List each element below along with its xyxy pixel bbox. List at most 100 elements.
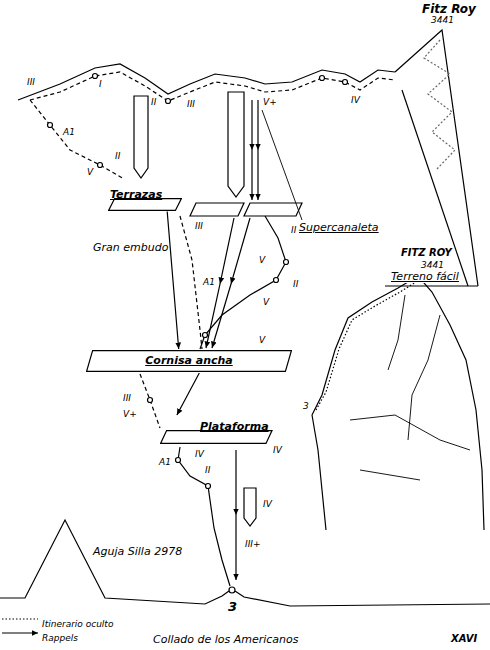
belay-point — [274, 278, 279, 283]
ledge-name: Plataforma — [200, 421, 269, 433]
grade-label: II — [292, 280, 299, 289]
route-line — [140, 374, 160, 428]
route-line — [30, 100, 124, 179]
rappel-line — [257, 100, 258, 200]
pillar-symbol — [228, 92, 244, 197]
summit-route — [424, 40, 455, 170]
legend-sample — [2, 632, 38, 633]
peak-name: FITZ ROY — [400, 248, 453, 259]
peak-height: 3441 — [430, 16, 455, 25]
pillar-symbol — [244, 488, 256, 526]
belay-point — [206, 484, 211, 489]
inset-route — [316, 282, 416, 410]
rappel-line — [212, 218, 250, 348]
leader-line — [262, 110, 302, 220]
belay-point — [98, 163, 103, 168]
rappel-line — [251, 100, 252, 200]
legend-entry: Rappels — [42, 627, 78, 645]
grade-label: IV — [194, 450, 205, 459]
summit-outline — [395, 30, 478, 286]
grade-label: I — [98, 80, 103, 89]
peak-name: Fitz Roy — [421, 3, 477, 16]
grade-label: II — [204, 466, 211, 475]
legend-entry: Itinerario oculto — [42, 613, 113, 631]
summit-base — [385, 285, 478, 286]
ledge-band: Cornisa ancha — [86, 350, 292, 372]
grade-label: A1 — [62, 128, 76, 137]
grade-label: A1 — [202, 278, 216, 287]
route-number: 3 — [227, 600, 238, 614]
grade-label: II — [150, 98, 157, 107]
rappel-line — [235, 450, 236, 580]
grade-label: V — [258, 256, 266, 265]
couloir-name: Supercanaleta — [298, 222, 380, 234]
legend-text: Rappels — [42, 633, 78, 643]
inset-feature — [388, 295, 405, 370]
grade-label: A1 — [158, 458, 172, 467]
ledge-text-block: Terrazas — [108, 189, 162, 201]
grade-label: III+ — [244, 540, 262, 549]
route-line — [178, 447, 230, 586]
belay-point — [148, 398, 153, 403]
inset-outline — [312, 276, 484, 530]
col-point — [229, 587, 235, 593]
inset-feature — [350, 415, 470, 450]
grade-label: V — [258, 336, 266, 345]
inset-feature — [408, 315, 440, 440]
grade-label: V+ — [122, 410, 138, 419]
ledge-shape — [87, 351, 292, 372]
col-name: Collado de los Americanos — [152, 634, 300, 646]
grade-label: II — [290, 226, 297, 235]
belay-point — [343, 80, 348, 85]
grade-label: V — [262, 298, 270, 307]
grade-label: V — [86, 168, 94, 177]
route-line — [200, 216, 286, 349]
terrace-ledge: Terrazas — [108, 184, 182, 211]
belay-point — [93, 74, 98, 79]
ledge-text-block: Plataforma — [160, 421, 269, 433]
legend-text: Itinerario oculto — [42, 619, 113, 629]
ledge-text-block: Cornisa ancha — [145, 355, 232, 367]
route-line — [180, 216, 202, 349]
belay-point — [203, 333, 208, 338]
grade-label: IV — [262, 500, 273, 509]
legend-sample — [2, 618, 38, 619]
peak-name: Aguja Silla 2978 — [92, 546, 183, 558]
grade-label: V+ — [262, 98, 278, 107]
belay-point — [176, 458, 181, 463]
belay-point — [284, 260, 289, 265]
inset-feature — [360, 470, 420, 480]
rappel-connector — [167, 212, 179, 349]
horizon-line — [0, 520, 229, 604]
terrain-note: Terreno fácil — [390, 271, 460, 283]
pillar-symbol — [134, 96, 148, 178]
inset-outline — [312, 415, 326, 530]
grade-label: III — [194, 222, 204, 231]
signature: XAVI — [450, 634, 478, 645]
ledge-name: Cornisa ancha — [145, 355, 232, 367]
ledge-name: Terrazas — [110, 189, 162, 201]
grade-label: III — [26, 78, 36, 87]
platform-ledge: Plataforma — [160, 416, 273, 444]
belay-point — [320, 76, 325, 81]
grade-label: II — [114, 152, 121, 161]
horizon-line — [235, 591, 490, 606]
route-line — [30, 72, 395, 101]
grade-label: IV — [272, 446, 283, 455]
terrace-shape — [190, 203, 244, 216]
rappel-connector — [177, 373, 199, 415]
ridge-line — [18, 64, 395, 100]
peak-height: 3441 — [420, 261, 445, 270]
belay-point — [48, 123, 53, 128]
grade-label: III — [122, 394, 132, 403]
belay-point — [166, 99, 171, 104]
grade-label: IV — [350, 96, 361, 105]
terrace-shape — [244, 203, 302, 216]
route-number: 3 — [302, 402, 310, 411]
grade-label: III — [186, 100, 196, 109]
feature-name: Gran embudo — [92, 242, 169, 254]
